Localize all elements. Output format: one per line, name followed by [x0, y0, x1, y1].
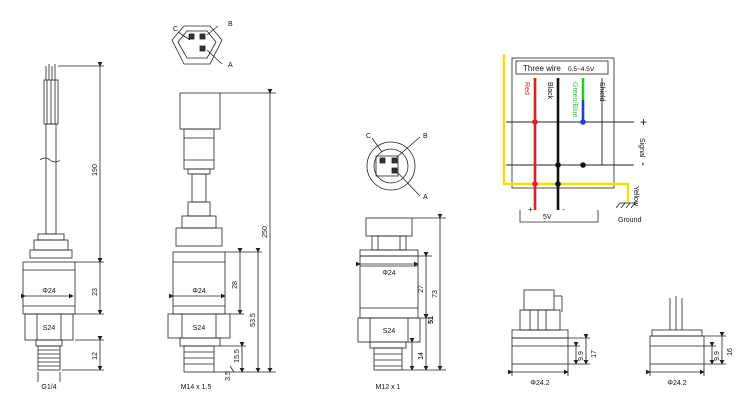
connector-top-pin-c: C [173, 26, 178, 33]
view4-dia: Φ24.2 [530, 380, 549, 387]
yellow-wire [502, 54, 630, 202]
ground-label: Ground [618, 217, 641, 224]
view3-dim-14: 14 [418, 352, 425, 360]
connector-top-view [171, 25, 223, 65]
view5-dim-99: 9.9 [714, 351, 721, 361]
wiring-diagram [502, 54, 636, 223]
connector-side-pin-a: A [423, 194, 428, 201]
view2-dim-15: 15.5 [234, 349, 241, 363]
view3-dim-51: 51 [428, 316, 435, 324]
supply-voltage-label: 5V [543, 214, 552, 221]
view4-dim-17: 17 [591, 350, 598, 358]
supply-plus-label: + [528, 205, 533, 214]
view2-dim-total: 250 [262, 226, 269, 238]
view2-dim-28: 28 [232, 281, 239, 289]
view3-thread: M12 x 1 [376, 384, 401, 391]
view1-dim-body: 23 [92, 288, 99, 296]
view2-thread: M14 x 1.5 [181, 384, 212, 391]
view2-hex: S24 [193, 325, 206, 332]
view1-cable-sensor [21, 62, 104, 382]
view5-dim-16: 16 [727, 348, 734, 356]
view3-dim-total: 73 [432, 290, 439, 298]
signal-plus-label: + [640, 115, 647, 129]
connector-top-pin-a: A [228, 62, 233, 69]
view1-thread: G1/4 [41, 384, 56, 391]
view1-dim-thread: 12 [92, 352, 99, 360]
connector-top-pin-b: B [228, 21, 233, 28]
view2-dim-53: 53.5 [250, 313, 257, 327]
view1-dia-body: Φ24 [42, 288, 55, 295]
view2-dia-body: Φ24 [192, 288, 205, 295]
wire-label-green-blue: Green/Blue [571, 82, 578, 118]
view4-flat-sensor-connector [508, 289, 590, 376]
view3-compact-sensor [356, 214, 446, 371]
signal-minus-label: - [637, 162, 651, 166]
wire-label-red: Red [523, 82, 530, 95]
view3-hex: S24 [383, 328, 396, 335]
view5-flat-sensor-wires [646, 296, 726, 376]
view4-dim-99: 9.9 [578, 351, 585, 361]
supply-minus-label: - [562, 205, 565, 214]
wire-label-shield: Shield [598, 82, 605, 102]
view3-dim-27: 27 [418, 285, 425, 293]
wiring-title: Three wire [523, 64, 561, 73]
signal-label: Signal [638, 138, 645, 158]
view2-dim-35: 3.5 [225, 371, 232, 381]
view1-dim-cable: 190 [92, 164, 99, 176]
connector-side-view [366, 136, 421, 197]
wiring-range: 0.5~4.5V [568, 66, 595, 73]
view1-hex: S24 [43, 325, 56, 332]
connector-side-pin-c: C [366, 133, 371, 140]
view2-connector-sensor [167, 89, 276, 373]
wire-label-black: Black [546, 82, 553, 100]
connector-side-pin-b: B [423, 133, 428, 140]
view3-dia-body: Φ24 [382, 270, 395, 277]
view5-dia: Φ24.2 [667, 380, 686, 387]
yellow-label: Yellow [632, 186, 639, 207]
